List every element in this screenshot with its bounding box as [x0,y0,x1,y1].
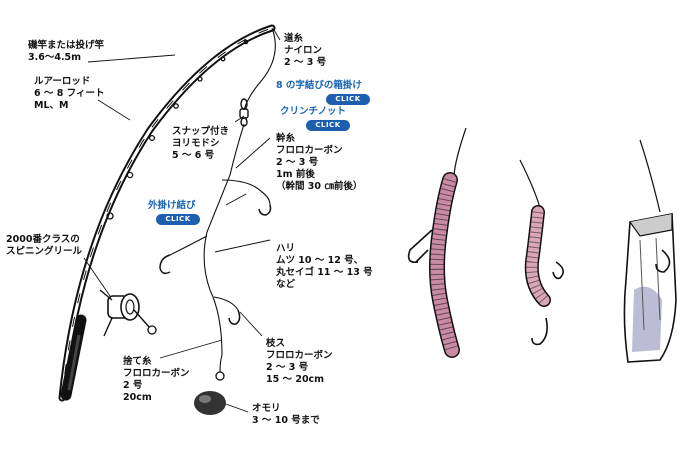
sinker-text: オモリ [252,403,281,414]
main-line-text: 道糸 [284,33,304,44]
rod-length-text: 3.6～4.5m [28,52,82,63]
label-rod: 磯竿または投げ竿 3.6～4.5m [28,40,104,64]
link-clinch-knot[interactable]: クリンチノット [280,106,347,117]
branch-line-length-text: 15 ～ 20cm [266,374,325,385]
lure-rod-length-text: 6 ～ 8 フィート [34,88,105,99]
fishing-rod [58,24,276,402]
hook-text: ハリ [276,243,296,254]
hook-mutsu-text: ムツ 10 ～ 12 号、 [276,255,364,266]
hook-maruseigo-text: 丸セイゴ 11 ～ 13 号 [276,267,373,278]
trunk-line-size-text: 2 ～ 3 号 [276,157,319,168]
trunk-line-material-text: フロロカーボン [276,145,343,156]
lure-rod-power-text: ML、M [34,100,69,111]
callout-lines [83,29,281,413]
swivel-text: スナップ付き [172,126,230,137]
label-sinker: オモリ 3 ～ 10 号まで [252,403,320,427]
swivel-size-text: 5 ～ 6 号 [172,150,215,161]
clinch-click-button[interactable]: CLICK [306,120,350,131]
label-main-line: 道糸 ナイロン 2 ～ 3 号 [284,33,326,69]
sinker-line-size-text: 2 号 [123,380,143,391]
hooks [159,204,272,325]
worm-bait-illustration [407,127,467,358]
outer-click-button[interactable]: CLICK [156,214,200,225]
sinker [194,371,226,415]
small-bait-illustration [519,159,564,346]
lure-rod-text: ルアーロッド [34,76,91,87]
label-lure-rod: ルアーロッド 6 ～ 8 フィート ML、M [34,76,104,112]
branch-line-size-text: 2 ～ 3 号 [266,362,309,373]
spinning-reel [99,289,157,337]
swivel-type-text: ヨリモドシ [172,138,220,149]
hook-etc-text: など [276,279,296,290]
snap-swivel [239,98,249,127]
label-hook: ハリ ムツ 10 ～ 12 号、 丸セイゴ 11 ～ 13 号 など [276,243,373,291]
label-sinker-line: 捨て糸 フロロカーボン 2 号 20cm [123,356,190,404]
cut-bait-illustration [623,139,677,363]
main-line-size-text: 2 ～ 3 号 [284,57,327,68]
figure8-click-button[interactable]: CLICK [326,94,370,105]
main-line-material-text: ナイロン [284,45,323,56]
branch-line-text: 枝ス [266,338,286,349]
rod-type-text: 磯竿または投げ竿 [28,40,105,51]
trunk-line-length-text: 1m 前後 [276,169,315,180]
reel-class-text: 2000番クラスの [6,234,80,245]
trunk-line-spacing-text: （幹間 30 ㎝前後） [276,181,363,192]
sinker-size-text: 3 ～ 10 号まで [252,415,320,426]
branch-line-material-text: フロロカーボン [266,350,333,361]
label-reel: 2000番クラスの スピニングリール [6,234,82,258]
trunk-line-text: 幹糸 [276,133,296,144]
sinker-line-length-text: 20cm [123,392,152,403]
reel-type-text: スピニングリール [6,246,83,257]
label-trunk-line: 幹糸 フロロカーボン 2 ～ 3 号 1m 前後 （幹間 30 ㎝前後） [276,133,362,193]
sinker-line-text: 捨て糸 [123,356,152,367]
label-branch-line: 枝ス フロロカーボン 2 ～ 3 号 15 ～ 20cm [266,338,333,386]
link-outer-knot[interactable]: 外掛け結び [148,200,196,211]
link-figure8-knot[interactable]: 8 の字結びの箱掛け [276,80,362,91]
sinker-line-material-text: フロロカーボン [123,368,190,379]
label-swivel: スナップ付き ヨリモドシ 5 ～ 6 号 [172,126,229,162]
